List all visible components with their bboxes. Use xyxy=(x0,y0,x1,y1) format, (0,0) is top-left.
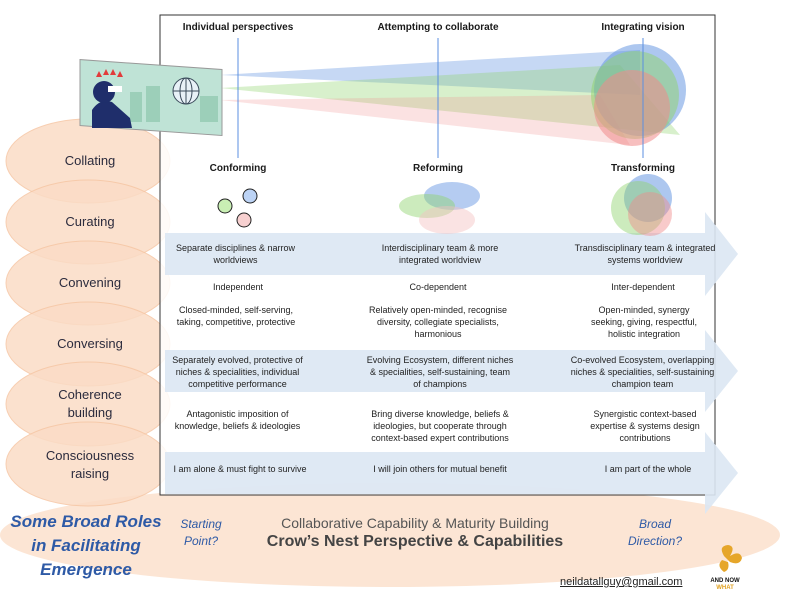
footer-subtitle: Collaborative Capability & Maturity Buil… xyxy=(281,515,549,531)
cell-worldview-conforming: Separate disciplines & narrow worldviews xyxy=(175,243,296,265)
role-conversing: Conversing xyxy=(57,336,123,351)
logo-text: AND NOW WHAT xyxy=(700,578,750,592)
cell-knowledge-reforming: Bring diverse knowledge, beliefs & ideol… xyxy=(371,409,509,443)
stage-transforming: Transforming xyxy=(611,163,675,174)
role-collating: Collating xyxy=(64,153,116,168)
logo-line1: AND NOW xyxy=(710,578,740,584)
footer-ellipse xyxy=(0,483,780,587)
cell-worldview-transforming: Transdisciplinary team & integrated syst… xyxy=(574,243,716,265)
header-attempting-to-collaborate: Attempting to collaborate xyxy=(377,22,499,33)
arrow-bands xyxy=(165,212,738,514)
role-consciousness-raising: Consciousness raising xyxy=(45,448,135,481)
cell-stance-reforming: I will join others for mutual benefit xyxy=(373,464,507,474)
footer-roles-title: Some Broad Roles in Facilitating Emergen… xyxy=(10,512,162,579)
perspective-beams xyxy=(220,44,686,146)
person-with-binoculars-icon xyxy=(92,81,132,128)
conforming-circles xyxy=(217,188,258,228)
crows-nest-illustration xyxy=(79,59,223,137)
cell-stance-transforming: I am part of the whole xyxy=(604,464,692,474)
contact-email-link[interactable]: neildatallguy@gmail.com xyxy=(560,576,683,588)
footer-main-title: Crow’s Nest Perspective & Capabilities xyxy=(266,533,564,550)
stage-conforming: Conforming xyxy=(209,163,267,174)
header-individual-perspectives: Individual perspectives xyxy=(182,22,294,33)
vertical-guides xyxy=(237,38,644,158)
cell-ecosystem-reforming: Evolving Ecosystem, different niches & s… xyxy=(366,355,514,389)
broad-direction-label: Broad Direction? xyxy=(627,517,683,548)
cell-dependence-conforming: Independent xyxy=(212,282,264,292)
reforming-circles xyxy=(399,182,480,234)
crown-icon xyxy=(96,69,123,77)
role-curating: Curating xyxy=(65,214,115,229)
header-integrating-vision: Integrating vision xyxy=(601,22,685,33)
role-coherence-building: Coherence building xyxy=(58,387,122,420)
cell-knowledge-conforming: Antagonistic imposition of knowledge, be… xyxy=(174,409,301,431)
logo-icon xyxy=(719,545,742,572)
stage-reforming: Reforming xyxy=(413,163,463,174)
globe-icon xyxy=(172,77,200,105)
transforming-circles xyxy=(611,174,672,236)
cell-ecosystem-transforming: Co-evolved Ecosystem, overlapping niches… xyxy=(570,355,715,389)
role-convening: Convening xyxy=(58,275,122,290)
cell-dependence-transforming: Inter-dependent xyxy=(611,282,675,292)
starting-point-label: Starting Point? xyxy=(180,517,222,548)
cell-mindset-transforming: Open-minded, synergy seeking, giving, re… xyxy=(590,305,698,339)
cell-knowledge-transforming: Synergistic context-based expertise & sy… xyxy=(590,409,700,443)
role-ellipses xyxy=(5,118,171,507)
cell-ecosystem-conforming: Separately evolved, protective of niches… xyxy=(172,355,303,389)
cell-stance-conforming: I am alone & must fight to survive xyxy=(173,464,307,474)
cell-worldview-reforming: Interdisciplinary team & more integrated… xyxy=(381,243,499,265)
logo-line2: WHAT xyxy=(716,585,734,591)
cell-mindset-reforming: Relatively open-minded, recognise divers… xyxy=(368,305,508,339)
cell-dependence-reforming: Co-dependent xyxy=(409,282,467,292)
cell-mindset-conforming: Closed-minded, self-serving, taking, com… xyxy=(176,305,296,327)
